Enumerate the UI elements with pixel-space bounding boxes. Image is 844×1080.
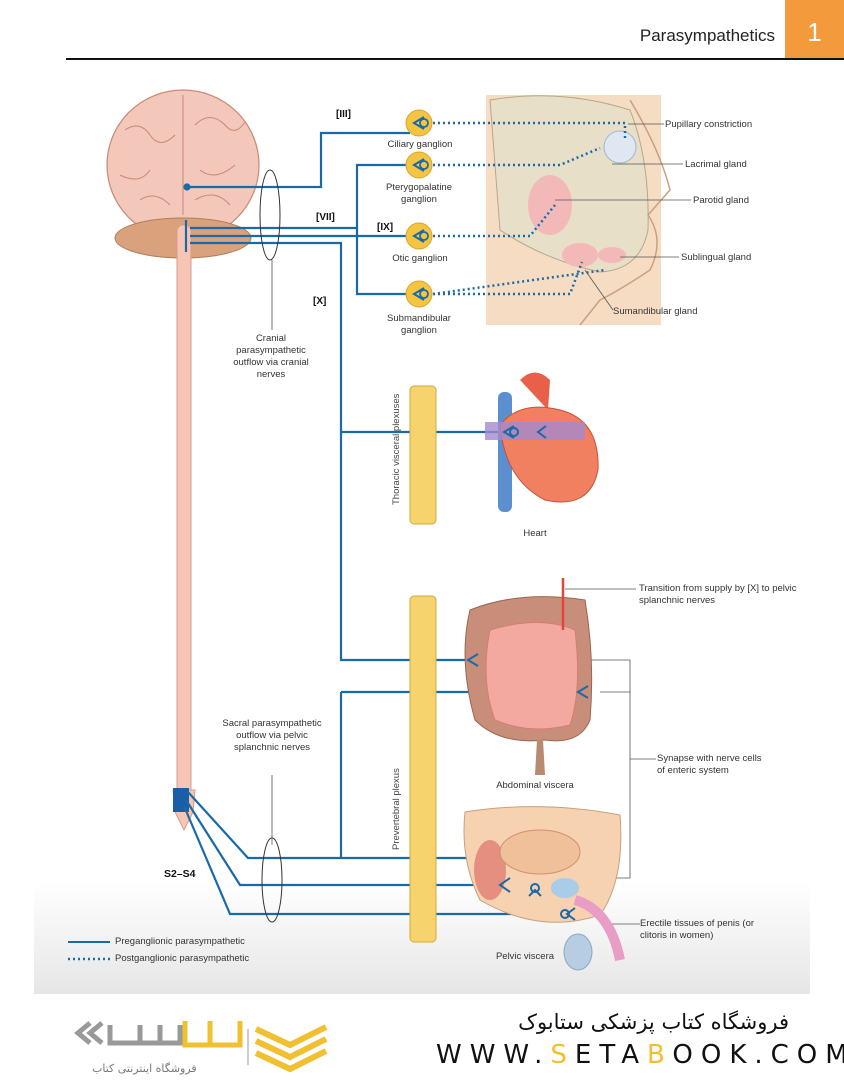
thoracic-plexus-bar	[409, 385, 437, 525]
submandibular-gland	[562, 243, 598, 267]
logo-tagline: فروشگاه اینترنتی کتاب	[92, 1062, 197, 1075]
ganglion-label-otic: Otic ganglion	[392, 253, 448, 264]
logo-wordmark	[107, 1025, 183, 1046]
target-submandibular-gland: Sumandibular gland	[613, 306, 698, 317]
url-highlight: S	[550, 1040, 575, 1070]
parasympathetic-diagram	[68, 89, 691, 971]
organ-label-abdominal: Abdominal viscera	[496, 780, 574, 791]
sacral-outflow-label: Sacral parasympathetic outflow via pelvi…	[222, 718, 322, 753]
ganglion-submandibular-icon	[405, 280, 433, 308]
parotid-gland	[528, 175, 572, 235]
ganglion-label-submandibular: Submandibular ganglion	[387, 313, 451, 336]
cranial-bracket-ellipse	[259, 169, 281, 261]
heart-illustration	[485, 372, 599, 512]
target-sublingual-gland: Sublingual gland	[681, 252, 752, 263]
prevertebral-plexus-label: Prevertebral plexus	[391, 768, 402, 850]
target-pupillary-constriction: Pupillary constriction	[665, 119, 753, 130]
logo-emblem-icon	[254, 1024, 328, 1073]
sacral-bracket-ellipse	[261, 837, 283, 923]
url-highlight: B	[647, 1040, 673, 1070]
nerve-X-line	[190, 241, 470, 662]
nerve-label-III: [III]	[336, 109, 351, 120]
annotation-erectile: Erectile tissues of penis (or clitoris i…	[640, 918, 755, 941]
pelvic-viscera-illustration	[463, 806, 625, 971]
thoracic-plexus-label: Thoracic visceral plexuses	[391, 393, 402, 505]
url-part: OOK.COM	[672, 1040, 844, 1070]
ganglion-label-pterygopalatine: Pterygopalatine ganglion	[385, 182, 453, 205]
sacral-segments-label: S2–S4	[164, 868, 196, 880]
nerve-VII-submandibular-line	[355, 228, 410, 296]
nerve-III-line	[187, 131, 410, 189]
legend-preganglionic: Preganglionic parasympathetic	[115, 936, 245, 947]
target-lacrimal-gland: Lacrimal gland	[685, 159, 747, 170]
header-rule	[66, 58, 844, 60]
nerve-label-X: [X]	[313, 296, 327, 307]
abdominal-viscera-illustration	[464, 596, 593, 775]
annotation-synapse: Synapse with nerve cells of enteric syst…	[657, 753, 762, 776]
target-parotid-gland: Parotid gland	[693, 195, 749, 206]
annotation-transition: Transition from supply by [X] to pelvic …	[639, 583, 797, 606]
organ-label-pelvic: Pelvic viscera	[495, 951, 555, 962]
brain-illustration	[106, 89, 260, 832]
legend-postganglionic: Postganglionic parasympathetic	[115, 953, 250, 964]
ganglion-label-ciliary: Ciliary ganglion	[387, 139, 453, 150]
url-part: WWW.	[436, 1040, 551, 1070]
face-profile	[579, 99, 671, 326]
ganglion-ciliary-icon	[405, 109, 433, 137]
logo-chevrons-icon	[74, 1021, 104, 1045]
nerve-VII-line	[190, 163, 410, 230]
store-url[interactable]: WWW.SETABOOK.COM	[436, 1040, 844, 1070]
ganglion-pterygopalatine-icon	[405, 151, 433, 179]
nerve-label-VII: [VII]	[316, 212, 335, 223]
organ-label-heart: Heart	[523, 528, 547, 539]
sacral-nerve-3	[182, 805, 560, 916]
store-name-persian: فروشگاه کتاب پزشکی ستابوک	[518, 1010, 789, 1034]
cranial-outflow-label: Cranial parasympathetic outflow via cran…	[233, 333, 309, 380]
setabook-logo	[74, 1021, 328, 1073]
prevertebral-plexus-bar	[409, 595, 437, 943]
chapter-number-tab: 1	[785, 0, 844, 58]
eye	[603, 130, 637, 164]
url-part: ETA	[574, 1040, 647, 1070]
ganglion-otic-icon	[405, 222, 433, 250]
heart-synapse-icon	[502, 425, 547, 439]
page-header-title: Parasympathetics	[639, 26, 775, 45]
pelvic-synapse-icons	[498, 877, 576, 921]
nerve-label-IX: [IX]	[377, 222, 394, 233]
colon-synapse-icons	[466, 653, 589, 699]
sublingual-gland	[598, 247, 626, 263]
